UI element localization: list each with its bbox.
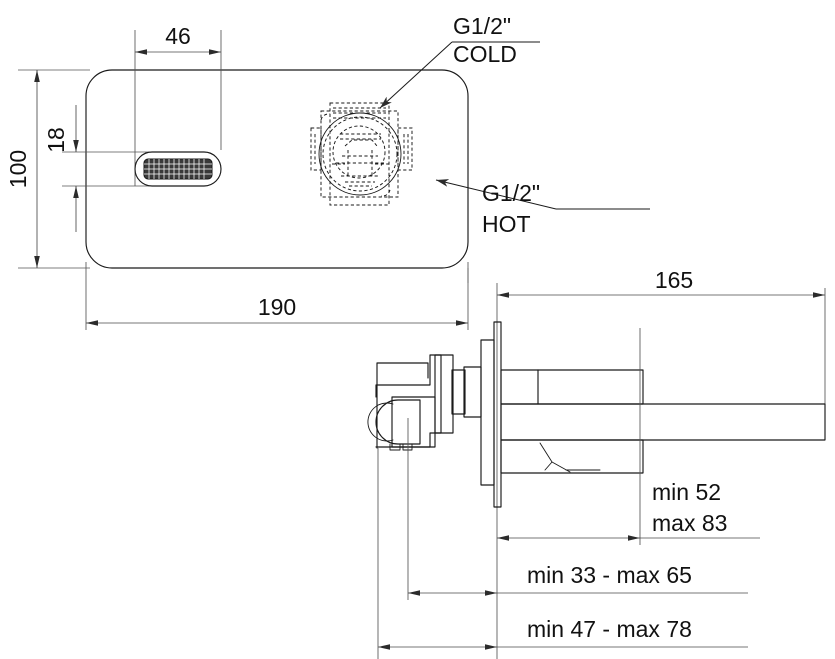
front-view-group: 46 18 100 190 <box>5 13 650 330</box>
dim-label-min47-max78: min 47 - max 78 <box>527 616 692 642</box>
cover-cap <box>434 354 454 434</box>
aerator-mesh-grid <box>144 159 212 179</box>
retaining-nut <box>451 369 466 415</box>
spout-main-body <box>500 403 826 441</box>
handle-lever-outline <box>375 354 442 448</box>
hot-name-label: HOT <box>482 211 531 237</box>
cold-label-group: G1/2" COLD <box>379 13 540 109</box>
aerator-chamfer-line-2 <box>544 461 553 471</box>
handle-base-block <box>391 396 436 448</box>
dim-label-190: 190 <box>258 294 296 320</box>
handle-knob-inner-arc <box>367 402 394 442</box>
valve-shank <box>463 366 482 418</box>
hot-leader-line <box>435 179 557 210</box>
dim-label-18: 18 <box>43 127 69 153</box>
escutcheon-disc-side <box>480 339 495 486</box>
dim-label-100: 100 <box>5 150 31 188</box>
dim-label-165: 165 <box>655 267 693 293</box>
handle-feet <box>389 443 413 451</box>
spout-lower-arm <box>500 439 644 474</box>
cold-thread-label: G1/2" <box>453 13 511 39</box>
dim-label-max83: max 83 <box>652 510 727 536</box>
cold-name-label: COLD <box>453 41 517 67</box>
valve-outer-circle <box>318 112 402 196</box>
spout-outlet-aerator <box>134 151 222 187</box>
aerator-chamfer-line <box>539 442 571 473</box>
valve-cartridge-circle <box>332 125 386 179</box>
hot-thread-label: G1/2" <box>482 180 540 206</box>
wall-flange <box>493 321 502 508</box>
hot-label-group: G1/2" HOT <box>435 179 650 237</box>
spout-upper-arm <box>500 369 644 405</box>
cold-leader-line <box>379 41 453 109</box>
dim-label-46: 46 <box>165 23 191 49</box>
handle-bracket-frame <box>376 362 429 449</box>
handle-knob <box>375 399 421 445</box>
dim-label-min33-max65: min 33 - max 65 <box>527 562 692 588</box>
valve-inner-circle-hidden <box>322 116 398 192</box>
escutcheon-plate-outline <box>85 69 469 269</box>
dim-label-min52: min 52 <box>652 479 721 505</box>
valve-body-hidden-detail <box>310 102 413 206</box>
side-view-group: 165 <box>367 267 826 659</box>
